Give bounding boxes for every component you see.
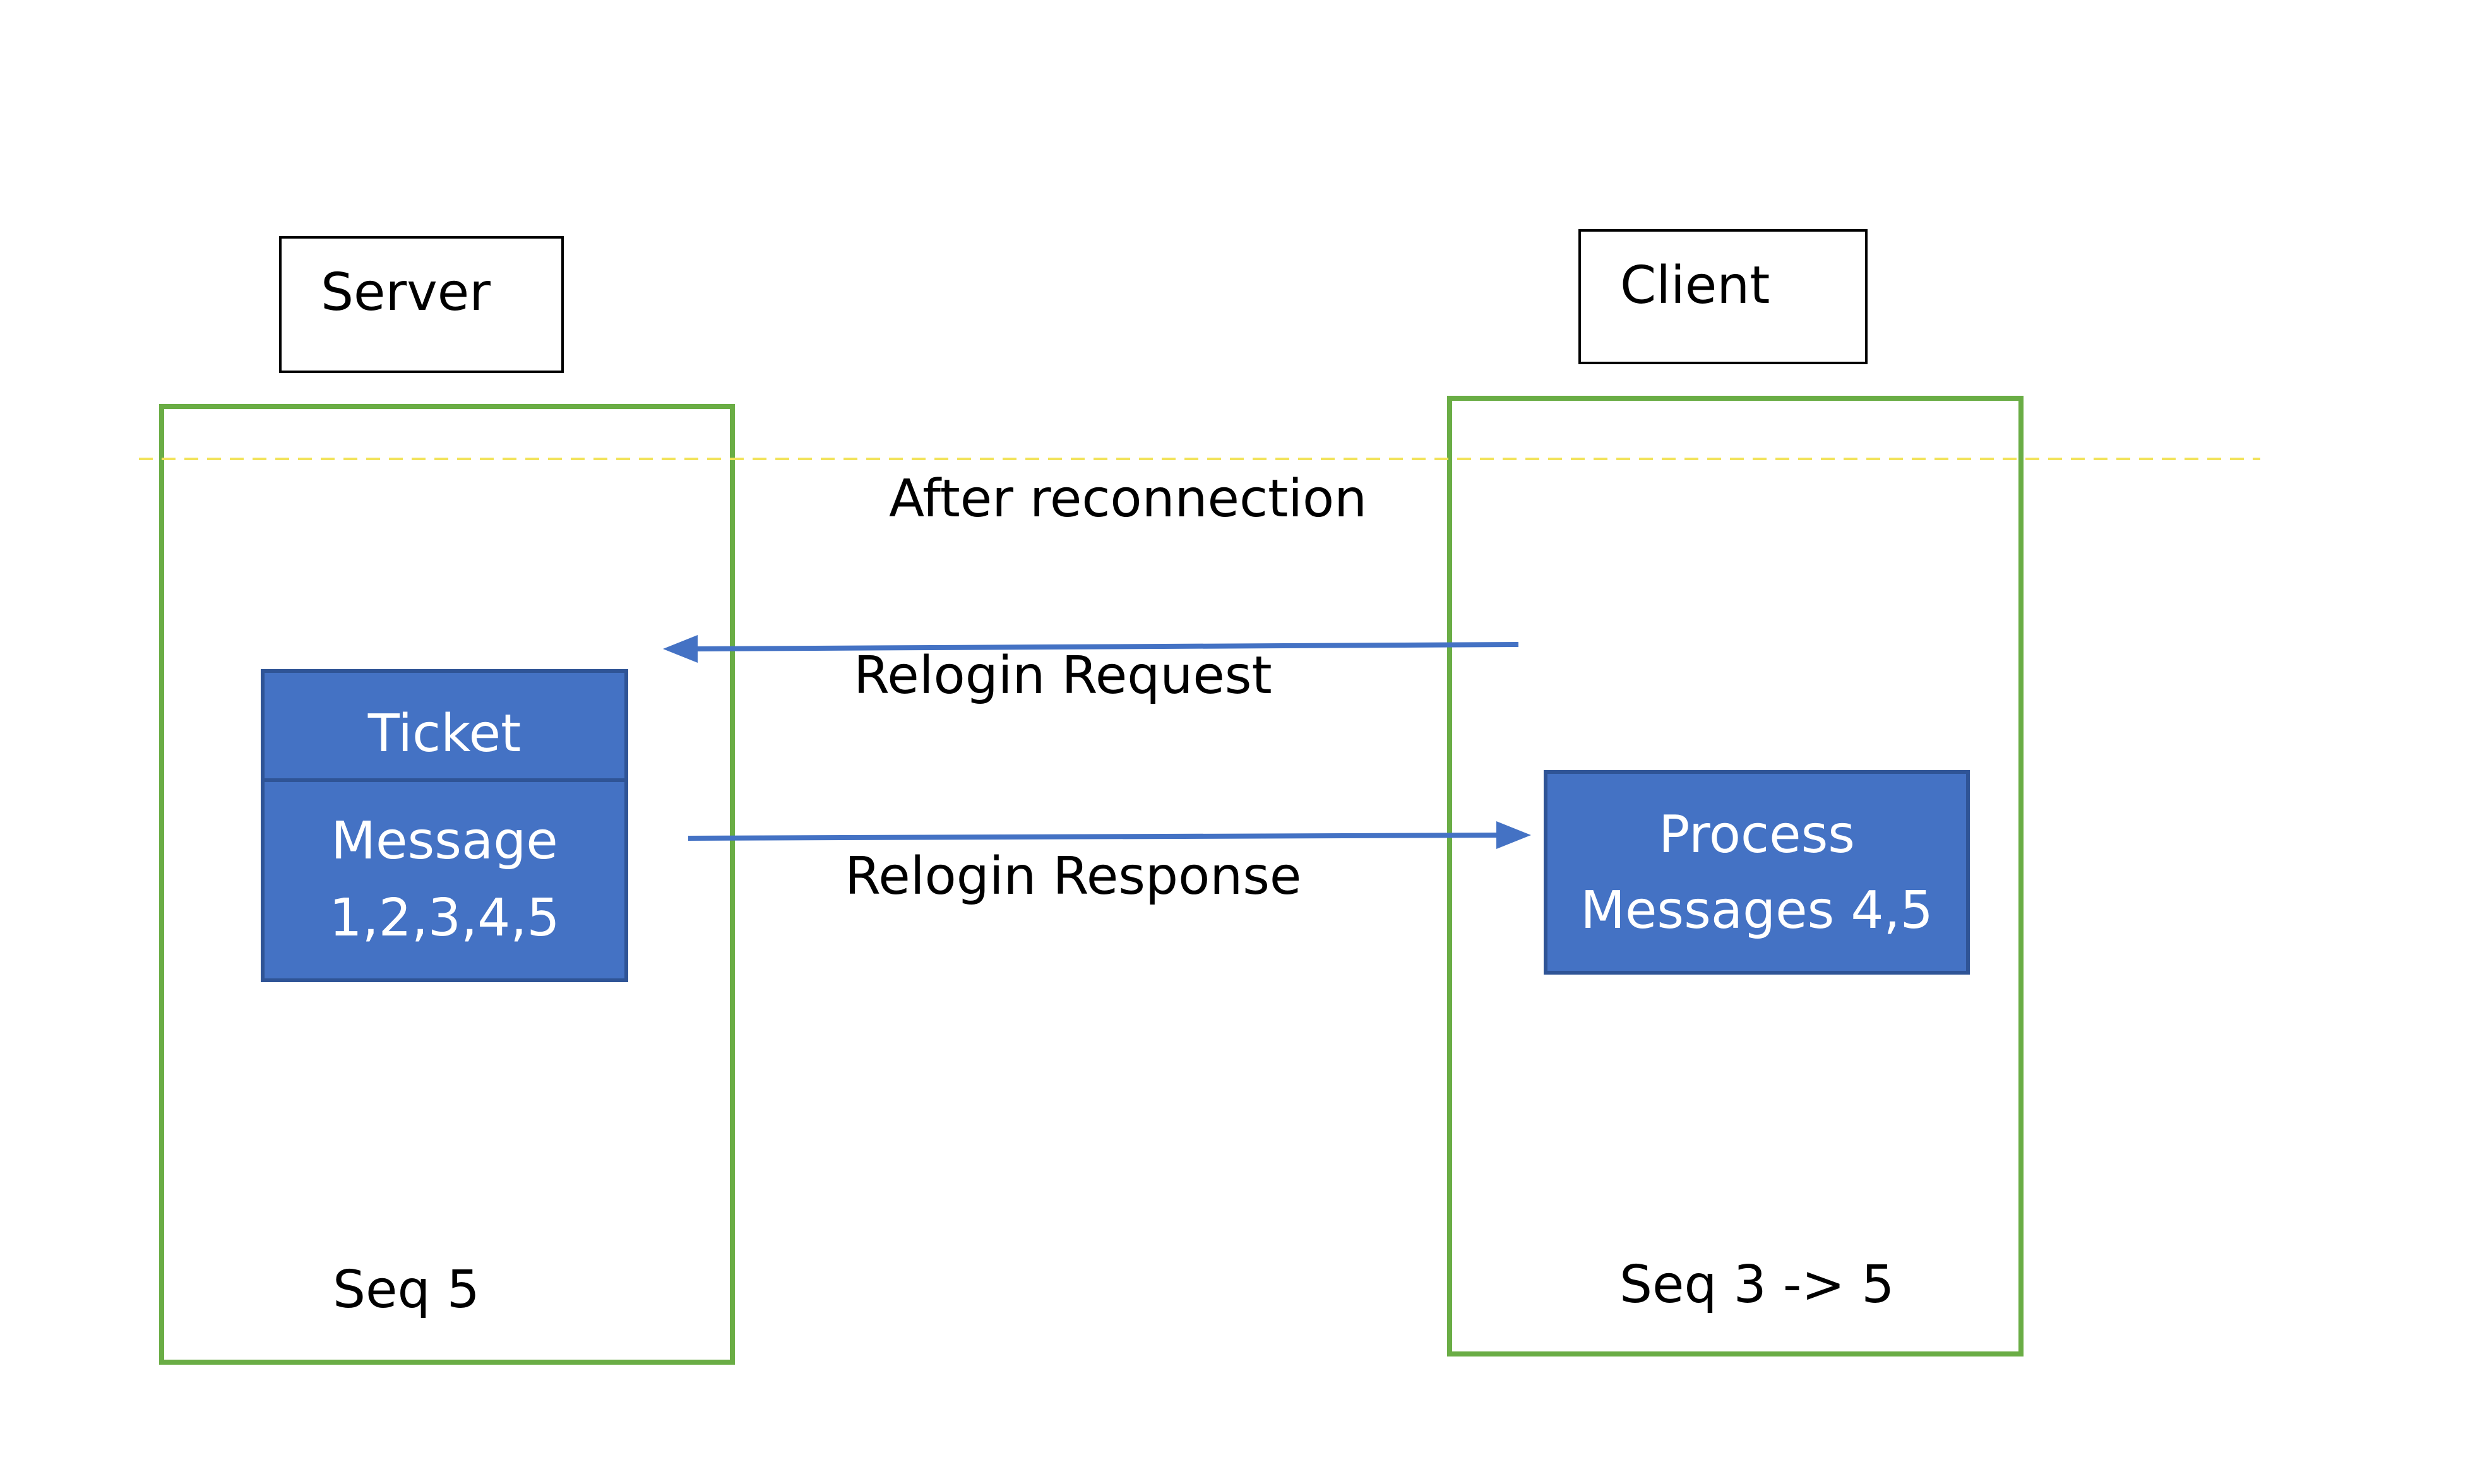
after-reconnection-label: After reconnection [889, 469, 1368, 529]
process-messages-box: Process Messages 4,5 [1544, 770, 1970, 975]
relogin-response-arrow-line [688, 833, 1497, 841]
server-title: Server [321, 263, 491, 323]
server-seq-label: Seq 5 [333, 1260, 480, 1320]
ticket-divider [265, 778, 624, 782]
ticket-message-line1: Message [331, 811, 558, 871]
relogin-request-arrow-line [697, 642, 1519, 651]
server-title-box: Server [279, 236, 564, 373]
relogin-response-arrowhead [1496, 821, 1531, 849]
process-line2: Messages 4,5 [1580, 881, 1933, 941]
ticket-message-line2: 1,2,3,4,5 [329, 888, 560, 948]
client-title-box: Client [1578, 229, 1868, 364]
relogin-request-label: Relogin Request [854, 646, 1272, 706]
client-seq-label: Seq 3 -> 5 [1619, 1255, 1895, 1315]
process-line1: Process [1658, 805, 1856, 865]
relogin-request-arrowhead [663, 635, 698, 663]
client-title: Client [1620, 256, 1770, 316]
ticket-header: Ticket [367, 704, 522, 764]
ticket-message-box: Ticket Message 1,2,3,4,5 [261, 669, 628, 982]
server-lane [159, 404, 735, 1365]
client-lane [1447, 396, 2024, 1356]
relogin-response-label: Relogin Response [845, 846, 1302, 906]
